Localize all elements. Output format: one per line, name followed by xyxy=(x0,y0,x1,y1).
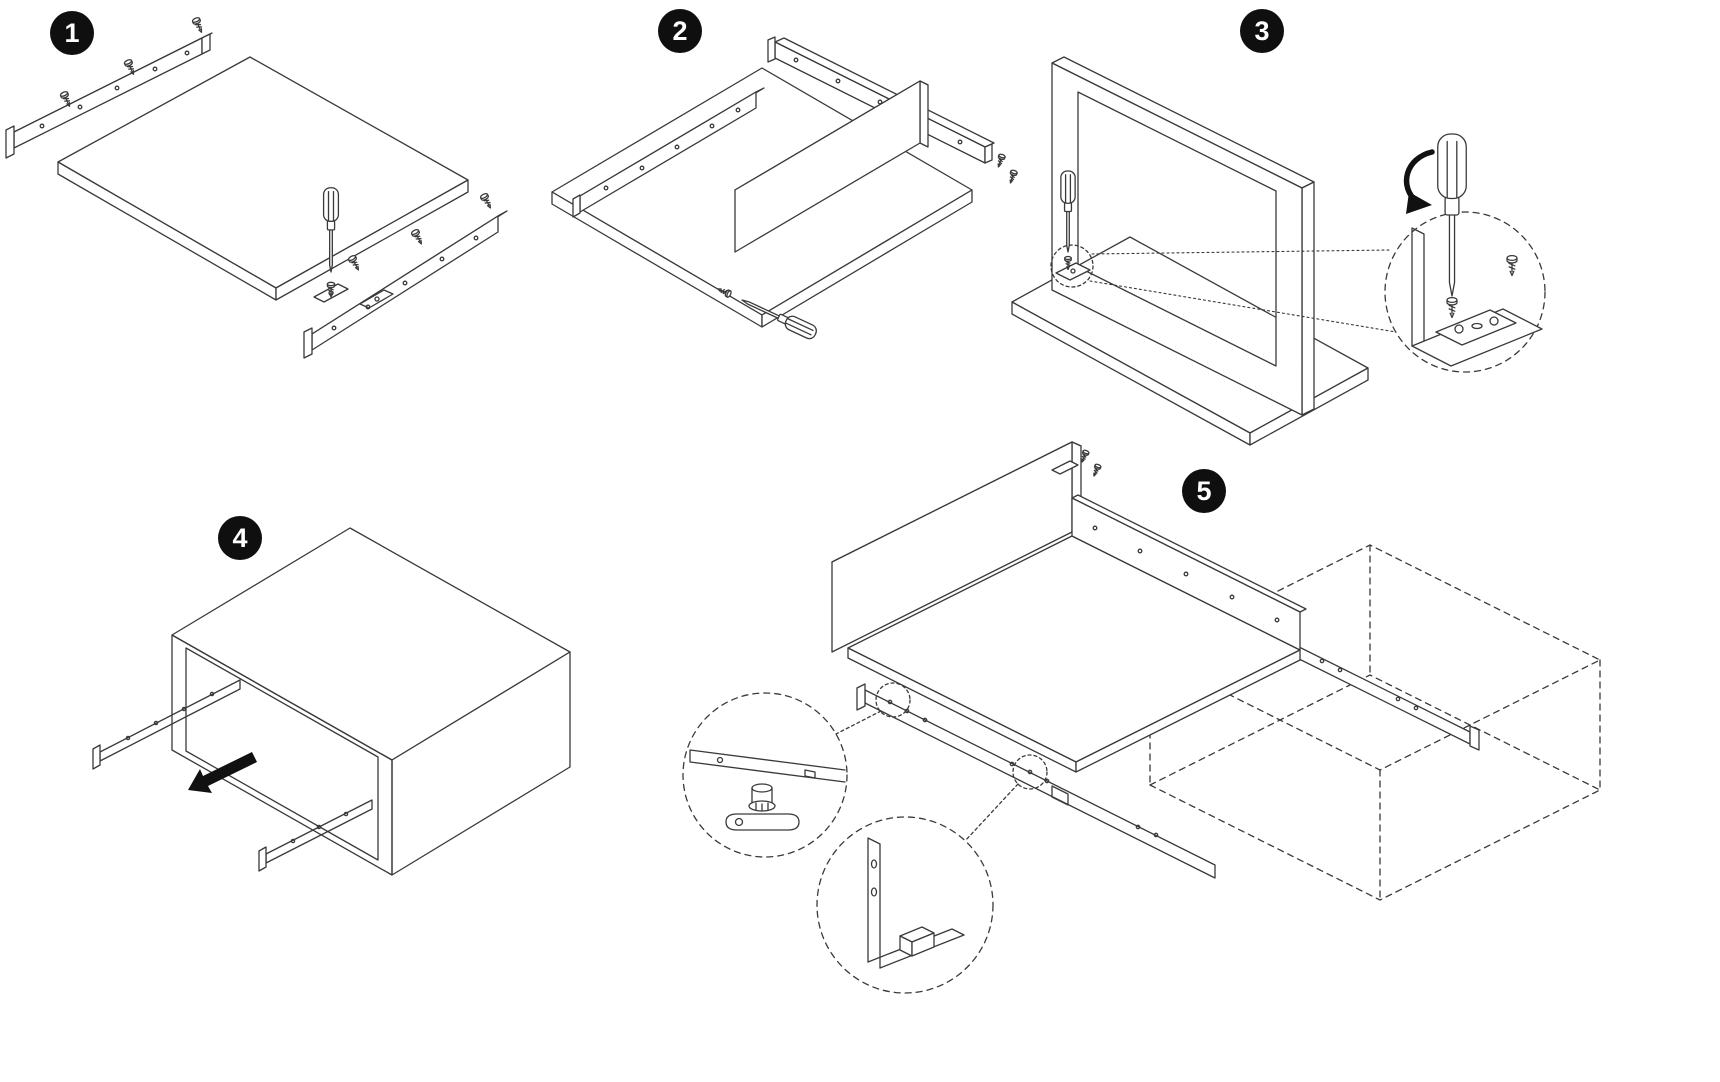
screw-icon xyxy=(1506,254,1518,277)
callout-leader-line xyxy=(1089,280,1397,333)
rear-slide-rail xyxy=(5,32,213,159)
screw-icon xyxy=(191,16,206,35)
pull-out-arrow-icon xyxy=(188,752,257,793)
step-4-label: 4 xyxy=(232,522,248,553)
step-2-label: 2 xyxy=(672,15,688,46)
step-1-badge: 1 xyxy=(50,11,94,55)
left-side-rail xyxy=(572,87,765,218)
frame-panel xyxy=(1051,56,1315,416)
step-2-badge: 2 xyxy=(658,9,702,53)
zoom-callout-pin xyxy=(682,692,848,858)
drawer-bottom-panel xyxy=(847,535,1301,773)
detail-marker-circle xyxy=(875,682,911,718)
rail-holes xyxy=(290,811,349,844)
drawer-back-panel xyxy=(831,441,1082,653)
screw-icon xyxy=(347,253,363,273)
right-side-rail xyxy=(1071,494,1307,651)
rail-holes xyxy=(887,699,1159,838)
screw-icon xyxy=(479,191,495,211)
drawer-bottom-panel xyxy=(57,56,469,301)
rail-holes xyxy=(603,107,741,191)
screw-icon xyxy=(410,227,426,247)
callout-circle xyxy=(682,692,848,858)
detail-marker-circle xyxy=(1050,244,1094,288)
screw-icon xyxy=(1006,168,1019,185)
near-slide-rail xyxy=(856,683,1216,879)
step-3-badge: 3 xyxy=(1240,9,1284,53)
drawer-back-panel xyxy=(734,80,929,253)
screw-icon xyxy=(1090,463,1102,478)
screw-icon xyxy=(994,152,1007,169)
callout-circle xyxy=(816,816,994,994)
rail-holes xyxy=(39,50,190,129)
callout-leader-line xyxy=(1091,249,1391,255)
front-slide-rail xyxy=(303,210,508,359)
rear-side-rail xyxy=(767,36,995,164)
detail-marker-circle xyxy=(1012,754,1048,790)
cabinet-box xyxy=(171,527,571,876)
callout-leader-line xyxy=(835,710,882,735)
step-5-drawing xyxy=(682,441,1601,994)
upper-slide-rail xyxy=(92,679,241,770)
callout-circle xyxy=(1384,211,1546,373)
step-4-badge: 4 xyxy=(218,516,262,560)
lower-slide-rail xyxy=(258,799,373,872)
screw-icon xyxy=(1446,296,1458,319)
zoom-callout-latch xyxy=(816,816,994,994)
step-4-drawing xyxy=(92,527,571,876)
step-3-label: 3 xyxy=(1254,15,1270,46)
step-3-drawing xyxy=(1011,56,1546,446)
rotate-arrowhead-icon xyxy=(1406,192,1432,214)
rail-holes xyxy=(1319,658,1419,711)
step-5-badge: 5 xyxy=(1182,469,1226,513)
step-2-drawing xyxy=(551,36,1019,342)
step-1-label: 1 xyxy=(64,17,80,48)
ghost-cabinet-outline xyxy=(1149,544,1601,901)
step-1-drawing xyxy=(5,16,508,359)
callout-leader-line xyxy=(964,783,1019,842)
extended-slide-rail xyxy=(1284,639,1480,751)
rail-holes xyxy=(331,235,479,331)
zoom-callout xyxy=(1384,133,1546,373)
rail-holes xyxy=(1092,525,1280,623)
step-5-label: 5 xyxy=(1196,475,1212,506)
